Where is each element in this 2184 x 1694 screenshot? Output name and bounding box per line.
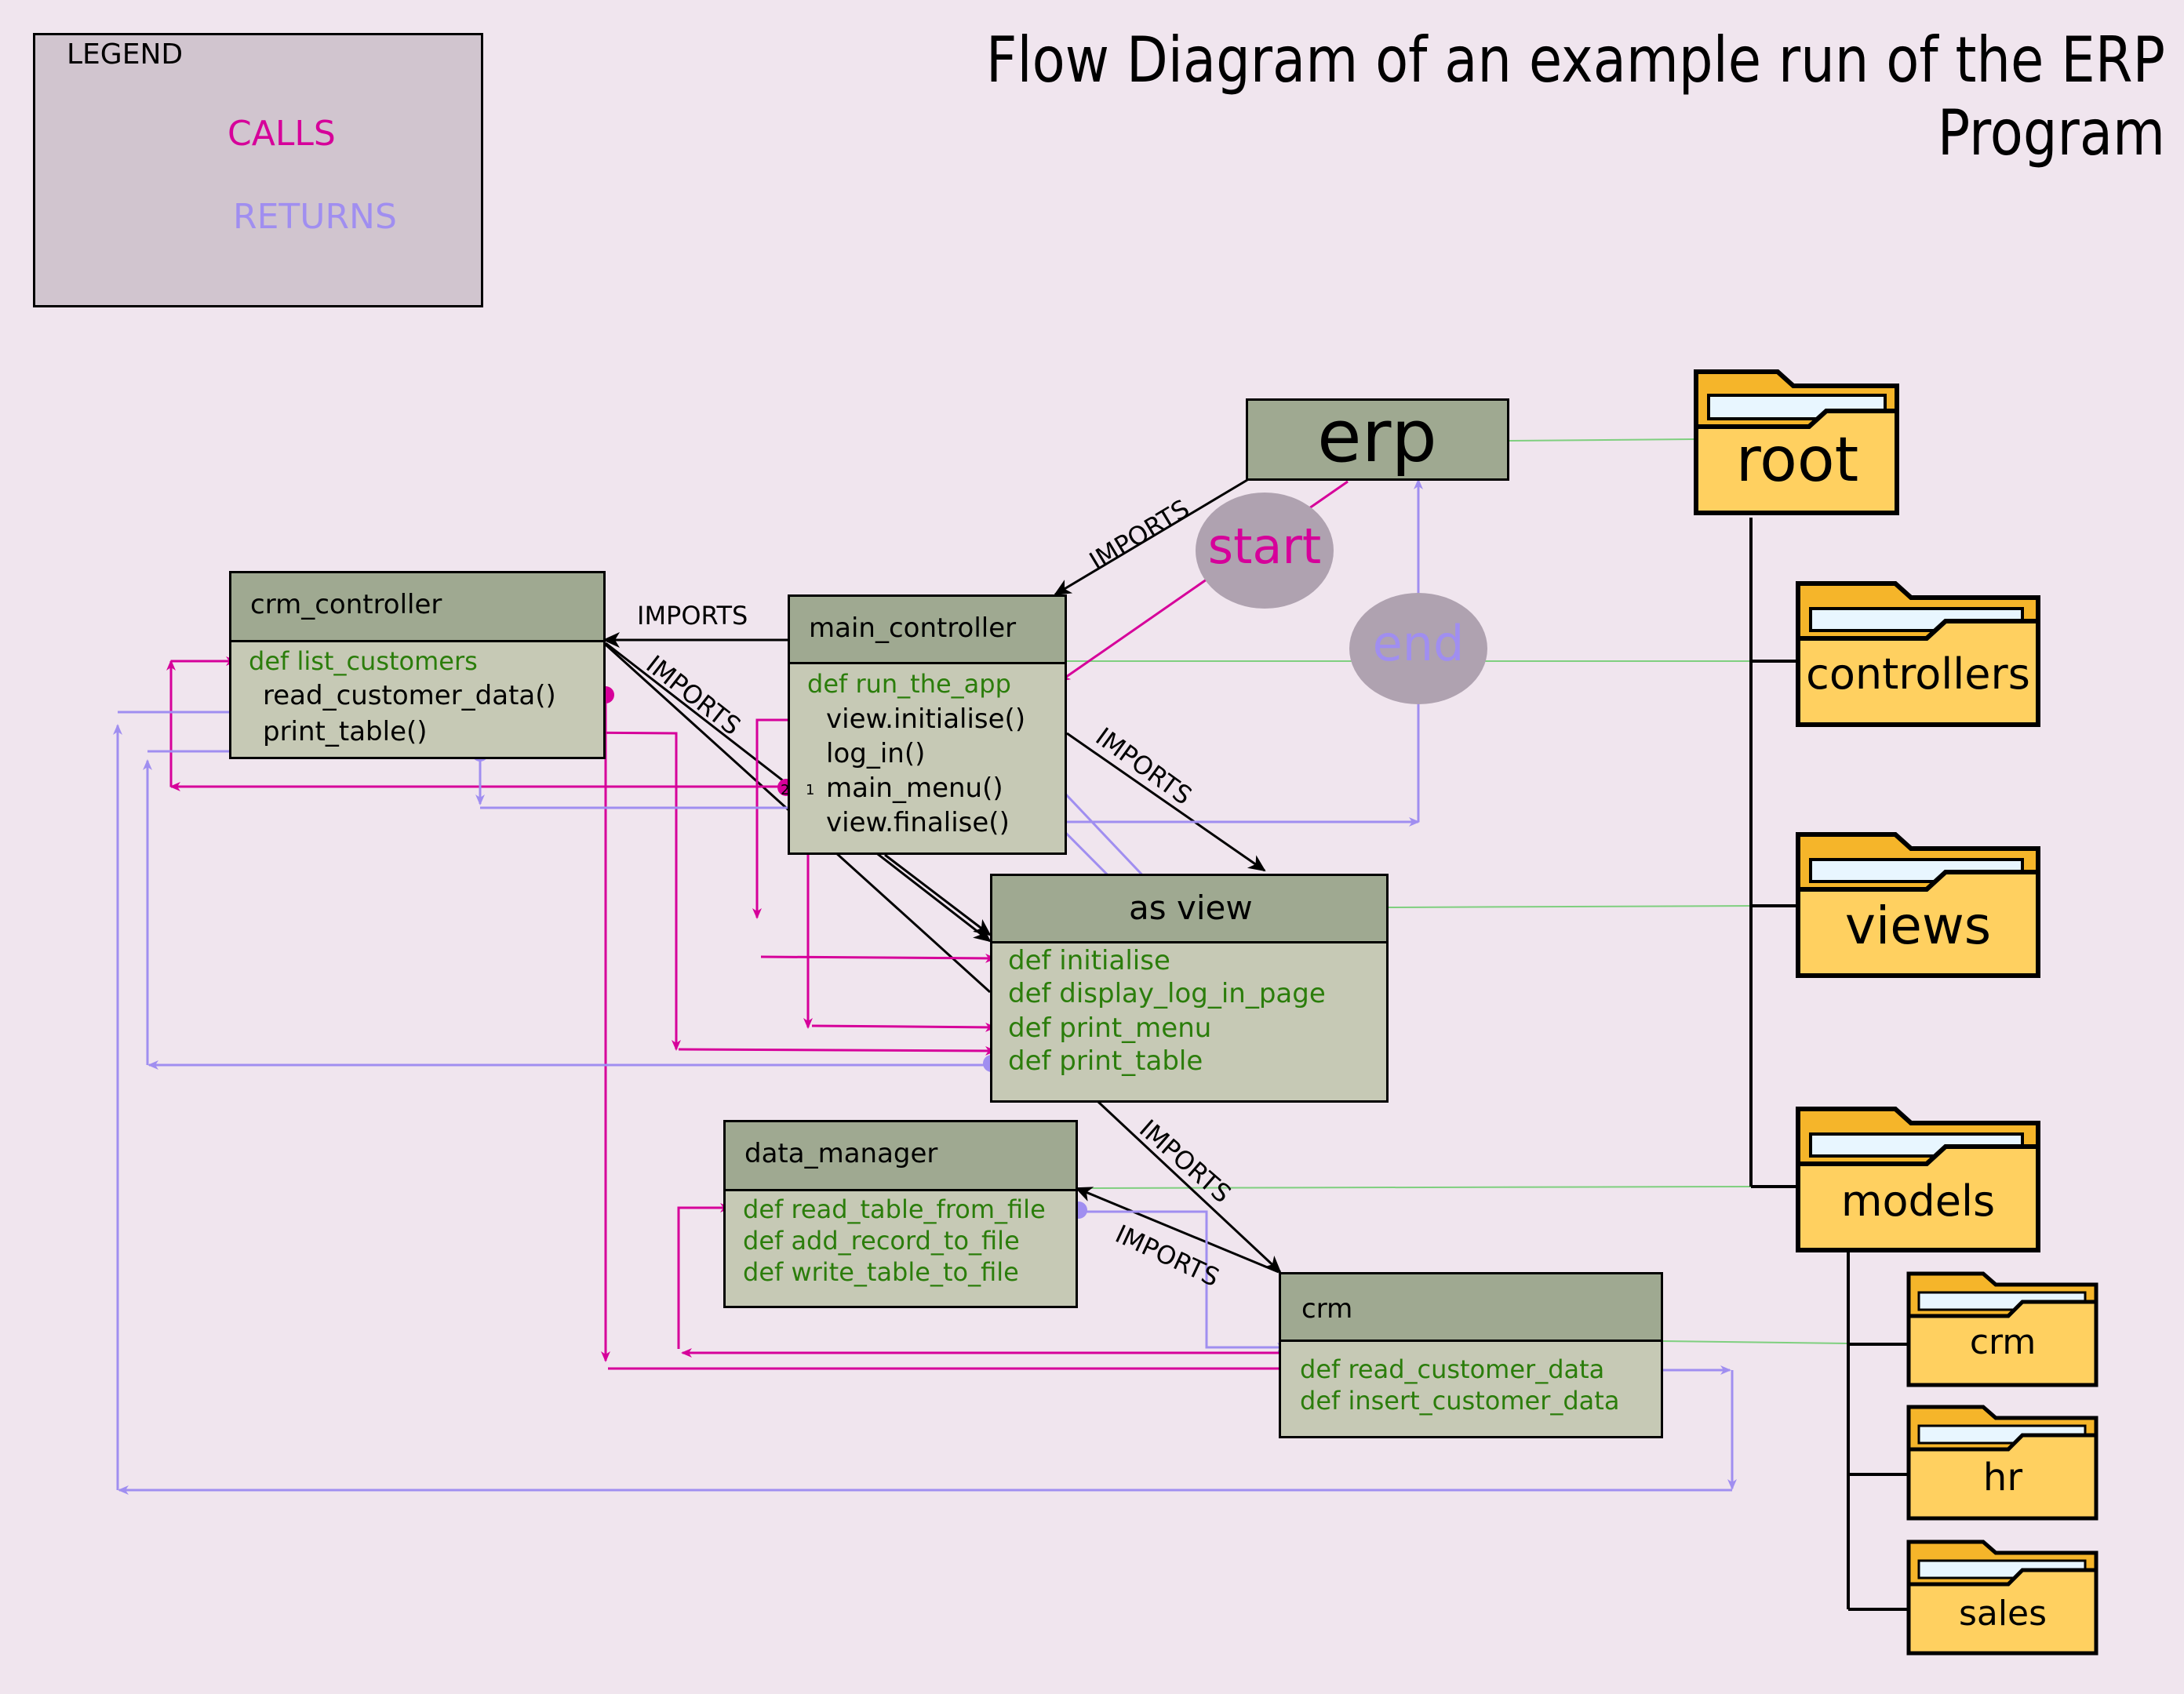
legend-returns-label: RETURNS (233, 197, 397, 237)
folder-root[interactable]: root (1691, 364, 1903, 521)
call-read-customer-data: read_customer_data() (263, 680, 556, 711)
folder-icon (1796, 1107, 2040, 1252)
crm-controller-title: crm_controller (250, 589, 442, 620)
badge-2: 2 (781, 782, 790, 798)
as-view-title: as view (1129, 889, 1253, 927)
call-view-initialise: view.initialise() (826, 703, 1026, 735)
call-log-in: log_in() (826, 738, 926, 769)
def-list-customers: def list_customers (249, 646, 478, 676)
legend-calls-label: CALLS (228, 114, 336, 154)
folder-views[interactable]: views (1793, 827, 2043, 980)
def-read-customer-data: def read_customer_data (1300, 1354, 1605, 1384)
crm-box[interactable]: crm def read_customer_data def insert_cu… (1279, 1272, 1663, 1438)
def-print-table: def print_table (1008, 1045, 1203, 1077)
call-main-menu: main_menu() (826, 772, 1003, 804)
page-title: Flow Diagram of an example run of the ER… (985, 24, 2165, 169)
folder-icon (1796, 581, 2040, 727)
folder-views-label: views (1844, 896, 1992, 956)
data-manager-title: data_manager (744, 1138, 938, 1169)
call-print-table: print_table() (263, 716, 428, 747)
folder-tree (1749, 518, 1908, 1611)
start-oval: start (1196, 493, 1334, 609)
crm-controller-box[interactable]: crm_controller def list_customers read_c… (229, 571, 606, 759)
folder-root-label: root (1735, 425, 1859, 496)
folder-hr[interactable]: hr (1905, 1401, 2101, 1523)
folder-icon (1906, 1405, 2098, 1521)
folder-controllers-label: controllers (1806, 649, 2030, 699)
def-run-the-app: def run_the_app (807, 669, 1011, 699)
crm-title: crm (1301, 1293, 1353, 1325)
data-manager-box[interactable]: data_manager def read_table_from_file de… (723, 1120, 1078, 1308)
def-write-table-to-file: def write_table_to_file (743, 1257, 1019, 1287)
call-view-finalise: view.finalise() (826, 807, 1010, 838)
erp-label: erp (1317, 394, 1437, 478)
folder-icon (1796, 832, 2040, 978)
main-controller-box[interactable]: main_controller def run_the_app view.ini… (781, 594, 1067, 855)
imports-label-main-crm-controller: IMPORTS (637, 601, 748, 631)
def-initialise: def initialise (1008, 945, 1170, 976)
legend-title: LEGEND (67, 38, 184, 71)
def-add-record-to-file: def add_record_to_file (743, 1226, 1020, 1256)
folder-crm-label: crm (1969, 1322, 2037, 1362)
def-read-table-from-file: def read_table_from_file (743, 1194, 1046, 1224)
folder-sales-label: sales (1958, 1594, 2048, 1634)
folder-models[interactable]: models (1793, 1101, 2043, 1255)
def-print-menu: def print_menu (1008, 1012, 1212, 1044)
folder-icon (1694, 369, 1899, 515)
folder-icon (1906, 1271, 2098, 1387)
folder-crm[interactable]: crm (1905, 1267, 2101, 1390)
badge-1: 1 (806, 782, 815, 798)
folder-icon (1906, 1540, 2098, 1656)
as-view-box[interactable]: as view def initialise def display_log_i… (990, 874, 1389, 1103)
erp-module[interactable]: erp (1246, 394, 1509, 481)
folder-sales[interactable]: sales (1905, 1536, 2101, 1658)
main-controller-title: main_controller (809, 613, 1017, 644)
def-display-log-in-page: def display_log_in_page (1008, 978, 1326, 1009)
start-label: start (1207, 518, 1322, 575)
end-label: end (1372, 615, 1465, 672)
folder-controllers[interactable]: controllers (1793, 576, 2043, 729)
folder-models-label: models (1840, 1176, 1996, 1226)
folder-hr-label: hr (1982, 1456, 2023, 1500)
def-insert-customer-data: def insert_customer_data (1300, 1386, 1620, 1416)
end-oval: end (1349, 593, 1487, 704)
legend: LEGEND CALLS RETURNS (33, 33, 483, 307)
